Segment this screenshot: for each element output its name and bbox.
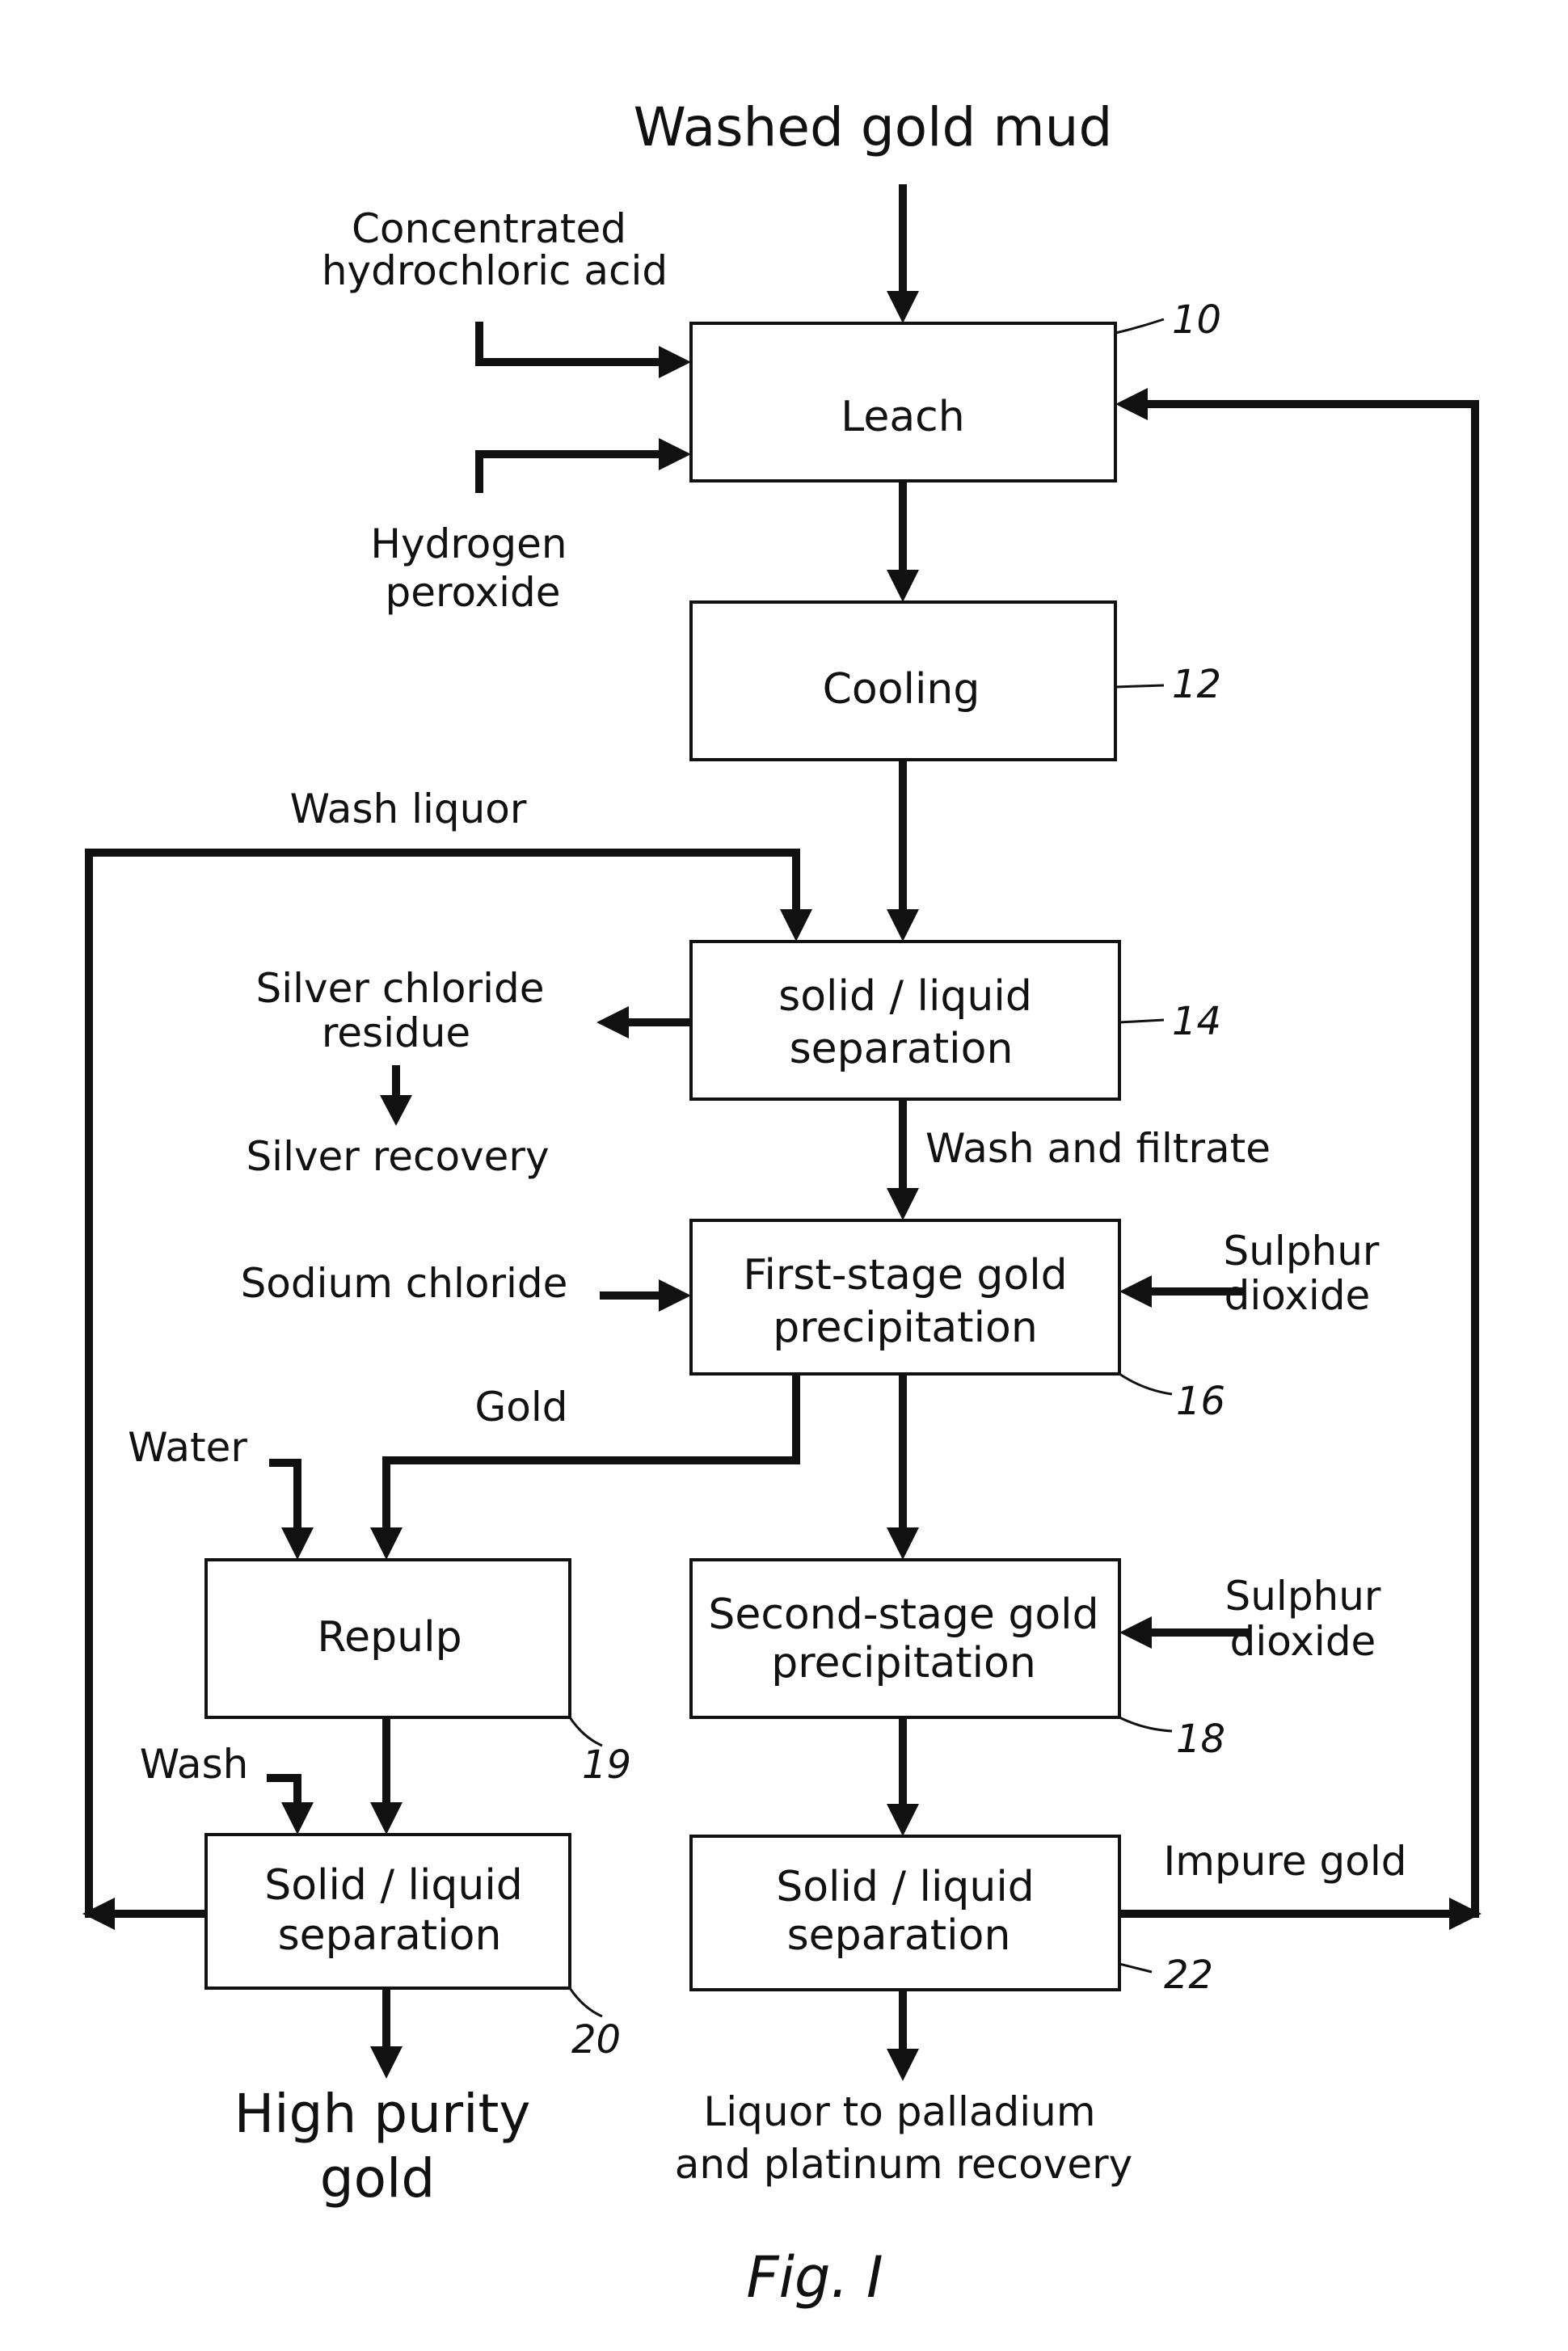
ref-leader-22 xyxy=(1119,1964,1152,1972)
ref-number-16: 16 xyxy=(1176,1379,1225,1424)
arrow-leach-to-cooling xyxy=(887,481,919,602)
label-hcl-line-1: Concentrated xyxy=(352,205,626,252)
label-so2-second-line-1: Sulphur xyxy=(1225,1573,1381,1620)
label-silver-residue-line-1: Silver chloride xyxy=(256,965,545,1012)
arrow-to-high-purity-gold xyxy=(370,1988,403,2079)
label-impure-gold: Impure gold xyxy=(1164,1838,1407,1885)
label-peroxide-line-2: peroxide xyxy=(386,569,561,616)
label-high-purity-line-2: gold xyxy=(320,2147,436,2210)
label-hcl-line-2: hydrochloric acid xyxy=(322,247,668,294)
repulp-box: Repulp xyxy=(206,1560,570,1717)
arrow-repulp-to-separation xyxy=(370,1717,403,1835)
label-sodium-chloride: Sodium chloride xyxy=(241,1260,568,1307)
label-washed-gold-mud: Washed gold mud xyxy=(634,96,1113,158)
label-so2-first-line-2: dioxide xyxy=(1224,1272,1371,1319)
arrow-first-to-second-stage xyxy=(887,1374,919,1560)
ref-leader-12 xyxy=(1115,685,1164,687)
separation-box-right-line-2: separation xyxy=(787,1911,1011,1960)
ref-leader-16 xyxy=(1119,1374,1172,1394)
arrow-wash-to-separation xyxy=(267,1778,314,1835)
arrow-peroxide-to-leach xyxy=(479,438,691,493)
ref-leader-14 xyxy=(1119,1020,1164,1022)
separation-box-left: Solid / liquid separation xyxy=(206,1835,570,1988)
ref-number-19: 19 xyxy=(582,1742,631,1788)
second-stage-box-line-2: precipitation xyxy=(771,1639,1036,1687)
separation-box-right: Solid / liquid separation xyxy=(691,1836,1119,1990)
label-liquor-line-1: Liquor to palladium xyxy=(703,2088,1095,2135)
separation-box-left-line-2: separation xyxy=(278,1911,502,1960)
arrow-first-stage-to-repulp xyxy=(370,1374,796,1560)
label-high-purity-line-1: High purity xyxy=(234,2083,531,2145)
cooling-box: Cooling xyxy=(691,602,1115,760)
arrow-second-stage-to-separation xyxy=(887,1717,919,1836)
separation-box-right-line-1: Solid / liquid xyxy=(776,1863,1035,1911)
ref-leader-19 xyxy=(570,1717,602,1746)
ref-number-12: 12 xyxy=(1172,662,1221,707)
separation-box-1: solid / liquid separation xyxy=(691,942,1119,1099)
label-wash-liquor: Wash liquor xyxy=(290,786,527,832)
label-water: Water xyxy=(128,1424,247,1471)
cooling-box-label: Cooling xyxy=(823,665,980,714)
first-stage-box-line-2: precipitation xyxy=(773,1304,1038,1352)
first-stage-box-line-1: First-stage gold xyxy=(743,1251,1067,1300)
repulp-box-label: Repulp xyxy=(317,1613,462,1662)
arrow-separation-to-silver-residue xyxy=(596,1006,691,1039)
separation-box-left-line-1: Solid / liquid xyxy=(264,1861,523,1910)
arrow-residue-to-silver-recovery xyxy=(380,1065,412,1126)
arrow-sodium-chloride-to-first-stage xyxy=(600,1279,691,1312)
figure-label: Fig. I xyxy=(746,2244,883,2311)
label-silver-residue-line-2: residue xyxy=(322,1009,470,1056)
second-stage-box-line-1: Second-stage gold xyxy=(708,1591,1098,1639)
label-so2-second-line-2: dioxide xyxy=(1230,1618,1376,1665)
label-gold: Gold xyxy=(475,1384,568,1430)
arrow-to-liquor-recovery xyxy=(887,1990,919,2081)
ref-number-22: 22 xyxy=(1164,1953,1213,1998)
ref-number-20: 20 xyxy=(571,2017,621,2062)
arrow-water-to-repulp xyxy=(269,1463,314,1560)
second-stage-box: Second-stage gold precipitation xyxy=(691,1560,1119,1717)
ref-leader-20 xyxy=(570,1988,602,2016)
label-wash-and-filtrate: Wash and filtrate xyxy=(925,1125,1271,1172)
arrow-cooling-to-separation xyxy=(887,760,919,942)
arrow-hcl-to-leach xyxy=(479,322,691,378)
ref-number-10: 10 xyxy=(1172,297,1221,343)
label-so2-first-line-1: Sulphur xyxy=(1224,1228,1380,1275)
leach-box: Leach xyxy=(691,323,1115,481)
separation-box-1-line-2: separation xyxy=(790,1025,1014,1073)
ref-leader-10 xyxy=(1115,319,1164,333)
separation-box-1-line-1: solid / liquid xyxy=(778,972,1032,1021)
ref-number-14: 14 xyxy=(1172,999,1221,1044)
label-peroxide-line-1: Hydrogen xyxy=(370,520,567,567)
first-stage-box: First-stage gold precipitation xyxy=(691,1220,1119,1374)
label-liquor-line-2: and platinum recovery xyxy=(675,2141,1133,2188)
arrow-separation-to-first-stage xyxy=(887,1099,919,1220)
leach-box-label: Leach xyxy=(841,393,964,441)
label-wash: Wash xyxy=(140,1741,249,1788)
label-silver-recovery: Silver recovery xyxy=(246,1133,549,1180)
ref-number-18: 18 xyxy=(1176,1717,1225,1762)
ref-leader-18 xyxy=(1119,1717,1172,1731)
arrow-mud-to-leach xyxy=(887,184,919,323)
